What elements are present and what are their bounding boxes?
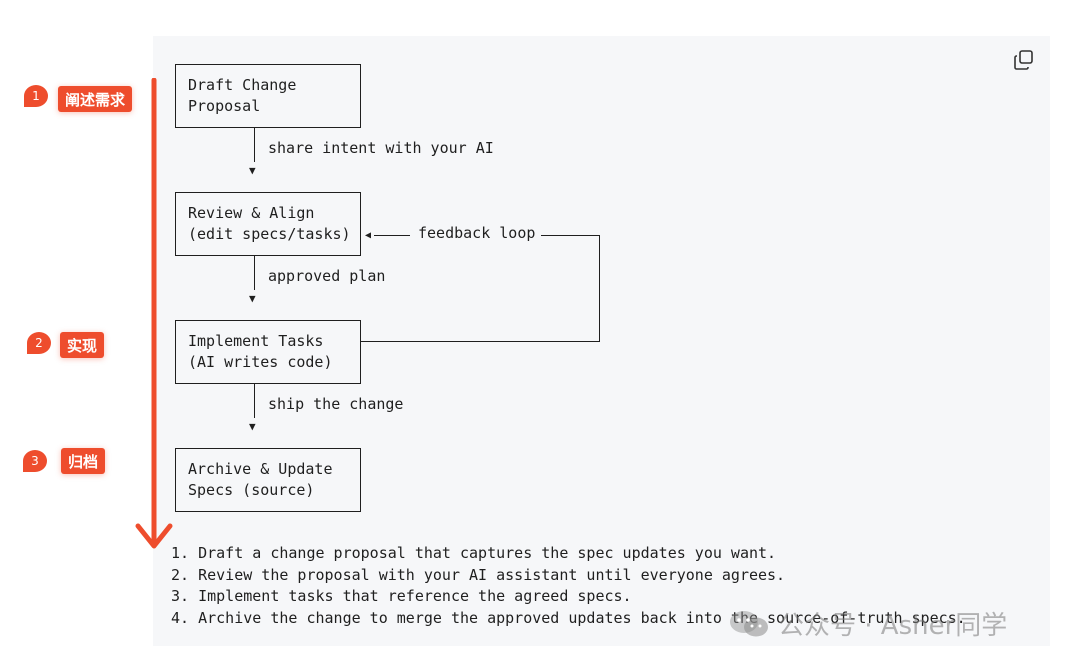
box-archive-update: Archive & Update Specs (source)	[175, 448, 361, 512]
arrow-down-icon: ▼	[249, 420, 256, 433]
arrow-down-icon: ▼	[249, 292, 256, 305]
watermark: 公众号 · Asher同学	[728, 605, 1007, 642]
box-line: Draft Change	[188, 76, 297, 94]
edge-label-approved: approved plan	[268, 267, 386, 285]
box-line: Archive & Update	[188, 460, 333, 478]
wechat-icon	[728, 609, 772, 639]
connector-line	[254, 384, 256, 418]
box-line: Implement Tasks	[188, 332, 324, 350]
edge-label-share: share intent with your AI	[268, 139, 494, 157]
copy-icon	[1014, 50, 1033, 70]
list-item: 2. Review the proposal with your AI assi…	[171, 565, 786, 584]
list-item: 1. Draft a change proposal that captures…	[171, 544, 777, 562]
watermark-text: 公众号 · Asher同学	[778, 611, 1008, 641]
list-item: 3. Implement tasks that reference the ag…	[171, 587, 632, 605]
notes-list: 1. Draft a change proposal that captures…	[171, 543, 966, 629]
step-badge: 3	[23, 450, 47, 472]
loop-line	[599, 235, 601, 342]
box-line: Specs (source)	[188, 481, 315, 499]
progress-arrow	[135, 78, 173, 549]
edge-label-ship: ship the change	[268, 395, 404, 413]
step-badge: 1	[24, 85, 48, 107]
step-badge: 2	[27, 332, 51, 354]
box-line: (edit specs/tasks)	[188, 225, 351, 243]
box-review-align: Review & Align (edit specs/tasks)	[175, 192, 361, 256]
list-item: 4. Archive the change to merge the appro…	[171, 608, 966, 627]
edge-label-feedback: feedback loop	[418, 224, 536, 242]
arrow-left-icon: ◀	[365, 230, 372, 241]
connector-line	[254, 128, 256, 162]
step-label: 阐述需求	[58, 86, 133, 112]
step-label: 实现	[60, 332, 105, 358]
box-draft-change: Draft Change Proposal	[175, 64, 361, 128]
box-line: Proposal	[188, 97, 261, 115]
loop-line	[541, 235, 600, 237]
step-label: 归档	[61, 448, 106, 474]
box-line: (AI writes code)	[188, 353, 333, 371]
loop-line	[374, 235, 410, 237]
arrow-down-icon: ▼	[249, 164, 256, 177]
loop-line	[361, 341, 600, 343]
connector-line	[254, 256, 256, 290]
copy-button[interactable]	[1012, 48, 1036, 72]
box-implement-tasks: Implement Tasks (AI writes code)	[175, 320, 361, 384]
code-block	[153, 36, 1050, 646]
box-line: Review & Align	[188, 204, 315, 222]
